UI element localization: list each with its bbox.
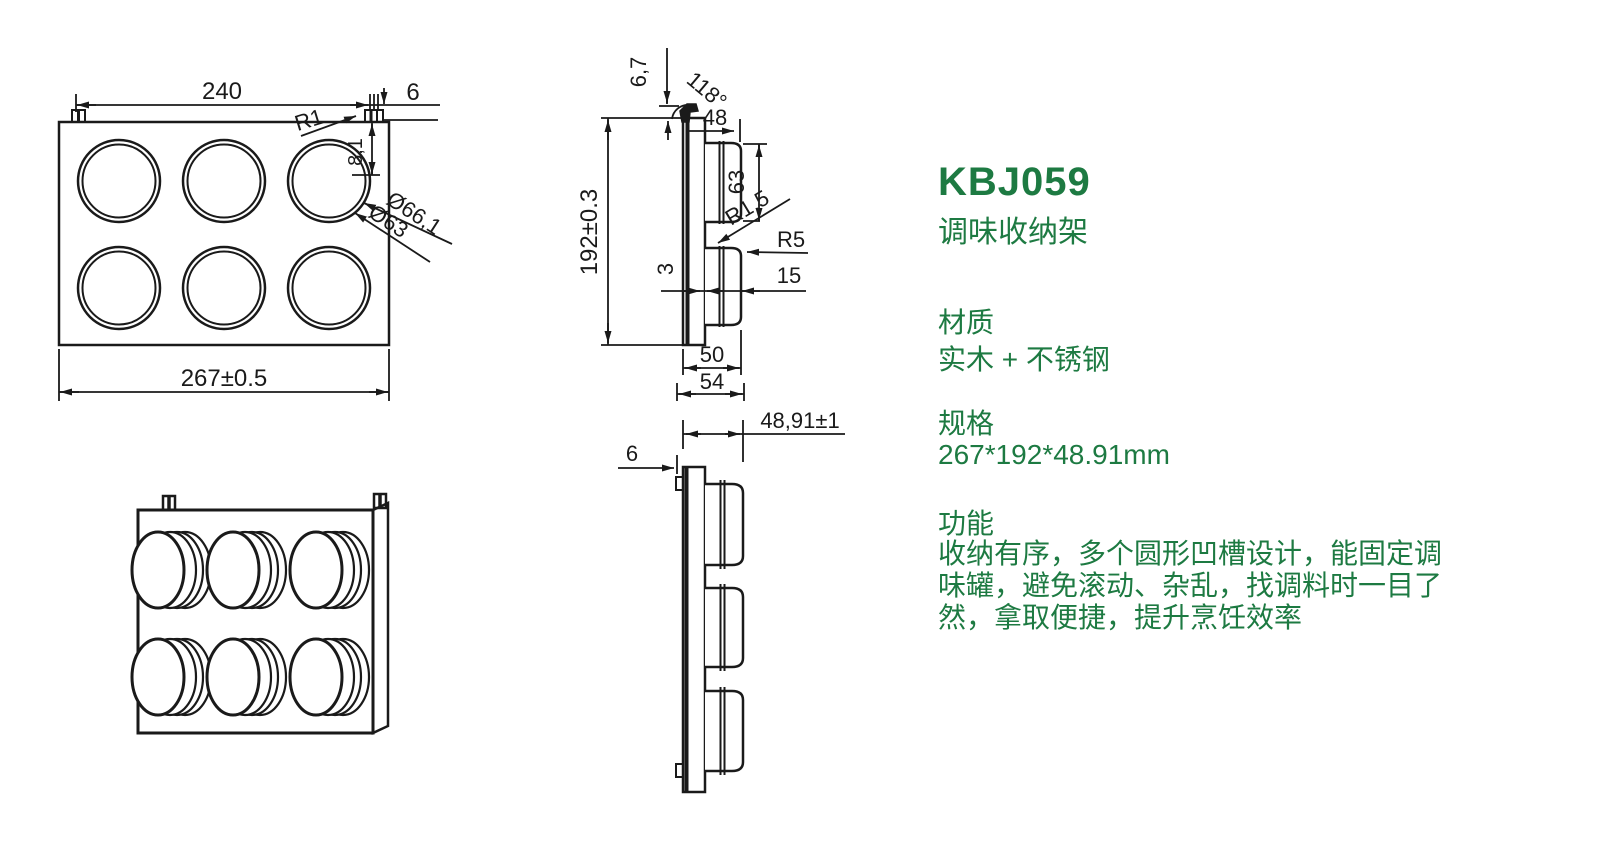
iso-knob [130,637,213,717]
dim-8-1-label: 8,1 [345,138,367,166]
side-knob-row2 [705,246,743,327]
dim-side-knob-height: 63 [724,143,767,222]
side-hook [679,103,699,123]
dim-267-label: 267±0.5 [181,365,268,392]
dim-50-label: 50 [700,342,724,367]
iso-knob [130,530,213,610]
side-view: 6,7 118° 48 63 R1,5 R5 [576,48,809,401]
dim-front-width-total: 267±0.5 [58,349,390,401]
top-knob-1 [705,480,745,569]
top-knob-2 [705,584,745,671]
product-name: 调味收纳架 [938,216,1088,249]
dim-top-depth-total: 48,91±1 [682,408,845,462]
front-left-tab [71,109,86,123]
dim-6-tab-label: 6 [406,79,419,106]
spec-label: 规格 [938,408,995,439]
dim-side-height-total: 192±0.3 [576,117,683,346]
dim-6-7-label: 6,7 [626,57,651,88]
dim-192-label: 192±0.3 [576,189,603,276]
front-recess-holes [76,138,372,331]
dim-side-knob-depth: 15 3 [653,263,806,295]
dim-15-label: 15 [777,263,801,288]
dim-side-depth-top: 48 [689,105,741,142]
front-view: 240 6 R1 8,1 Ø66,1 Ø63 [57,78,453,401]
iso-knob [205,637,288,717]
spec-value: 267*192*48.91mm [938,439,1170,470]
dim-54-label: 54 [700,369,724,394]
dim-front-width-inner: 240 6 [75,78,440,121]
iso-knob [288,530,371,610]
top-hook-upper [675,476,684,491]
perspective-view [130,492,390,735]
dim-48-91-label: 48,91±1 [760,408,839,433]
iso-knob [288,637,371,717]
material-value: 实木 + 不锈钢 [938,344,1110,375]
feature-label: 功能 [938,508,995,539]
dim-48-label: 48 [703,105,727,130]
dim-6-board-label: 6 [626,441,638,466]
dim-63-label: 63 [724,170,749,194]
side-knob-row1 [705,141,743,224]
iso-side-face [371,501,390,735]
product-model: KBJ059 [938,160,1091,204]
dim-side-depths: 50 54 [676,330,745,401]
dim-r5-label: R5 [777,227,805,252]
feature-description: 收纳有序，多个圆形凹槽设计，能固定调味罐，避免滚动、杂乱，找调料时一目了然，拿取… [938,538,1443,633]
material-label: 材质 [938,307,995,338]
top-hook-lower [675,763,684,778]
top-view: 48,91±1 6 [618,408,845,794]
dim-3-label: 3 [653,263,678,275]
dim-top-board-thickness: 6 [618,441,678,474]
dim-240-label: 240 [202,78,242,105]
front-panel [57,120,391,347]
front-right-tab [364,109,384,123]
iso-hook-right [372,492,388,510]
iso-knob [205,530,288,610]
iso-hook-left [161,494,177,512]
top-knob-3 [705,687,745,775]
dim-front-hole-offset: 8,1 [345,123,380,176]
